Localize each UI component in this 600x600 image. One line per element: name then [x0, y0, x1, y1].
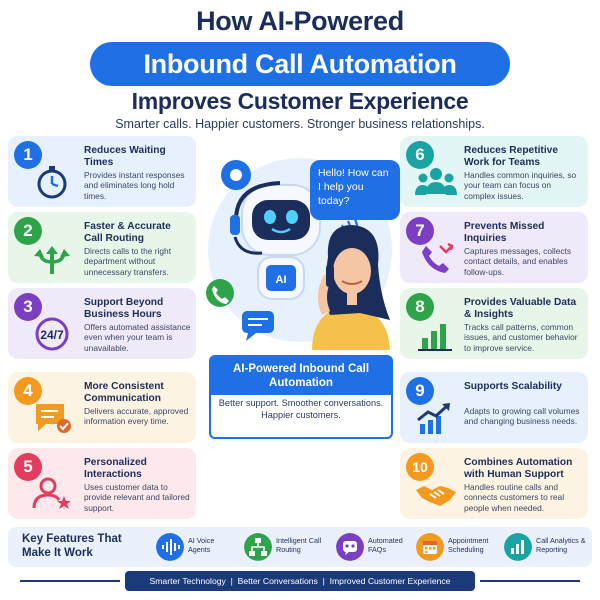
title-line-3: Improves Customer Experience: [131, 88, 469, 114]
benefit-desc: Offers automated assistance even when yo…: [84, 322, 191, 353]
benefit-number: 3: [14, 293, 42, 321]
chat-check-icon: [36, 404, 71, 433]
center-desc: Better support. Smoother conversations. …: [218, 398, 384, 420]
benefit-number: 6: [406, 141, 434, 169]
benefit-desc: Handles common inquiries, so your team c…: [464, 170, 577, 201]
features-title: Key Features That Make It Work: [22, 533, 122, 559]
svg-text:24/7: 24/7: [40, 328, 64, 342]
benefit-title: Reduces Repetitive Work for Teams: [464, 145, 558, 168]
benefit-title: Personalized Interactions: [84, 457, 147, 480]
growth-chart-icon: [417, 403, 450, 434]
benefit-card-7: 7 Prevents Missed Inquiries Captures mes…: [400, 212, 588, 283]
benefit-number: 10: [406, 453, 434, 481]
benefit-card-9: 9 Supports Scalability Adapts to growing…: [400, 372, 588, 443]
title-pill: Inbound Call Automation: [90, 42, 510, 86]
benefit-title: Faster & Accurate Call Routing: [84, 221, 171, 244]
benefit-card-10: 10 Combines Automation with Human Suppor…: [400, 448, 588, 519]
benefit-number: 5: [14, 453, 42, 481]
subtitle: Smarter calls. Happier customers. Strong…: [115, 117, 485, 131]
routing-arrows-icon: [34, 246, 70, 274]
analytics-icon: [504, 533, 532, 561]
benefit-number: 7: [406, 217, 434, 245]
calendar-icon: [416, 533, 444, 561]
benefit-number: 4: [14, 377, 42, 405]
robot-badge: AI: [276, 274, 287, 286]
benefit-desc: Handles routine calls and connects custo…: [464, 482, 565, 513]
benefit-title: Supports Scalability: [464, 381, 562, 392]
feature-label: AI Voice Agents: [188, 536, 215, 554]
benefit-title: Reduces Waiting Times: [84, 145, 166, 168]
benefit-number: 1: [14, 141, 42, 169]
voice-wave-icon: [156, 533, 184, 561]
benefit-desc: Tracks call patterns, common issues, and…: [464, 322, 578, 353]
feature-label: Automated FAQs: [368, 536, 403, 554]
stopwatch-icon: [37, 166, 67, 199]
routing-tree-icon: [244, 533, 272, 561]
gear-icon: [221, 160, 251, 190]
benefit-title: Prevents Missed Inquiries: [464, 221, 545, 244]
key-features-strip: Key Features That Make It Work AI Voice …: [8, 527, 592, 567]
benefit-title: Provides Valuable Data & Insights: [464, 297, 577, 320]
feature-label: Call Analytics & Reporting: [536, 536, 586, 554]
benefit-title: Combines Automation with Human Support: [464, 457, 573, 480]
chat-bubble-icon: [242, 311, 274, 341]
robot-icon: AI: [230, 181, 321, 300]
feature-label: Appointment Scheduling: [448, 536, 489, 554]
team-icon: [415, 168, 457, 195]
title-line-1: How AI-Powered: [196, 6, 404, 36]
benefit-desc: Delivers accurate, approved information …: [84, 406, 189, 427]
footer-banner: Smarter Technology | Better Conversation…: [125, 571, 475, 591]
customer-woman-illustration: [312, 225, 390, 350]
benefit-card-5: 5 Personalized Interactions Uses custome…: [8, 448, 196, 519]
benefit-title: More Consistent Communication: [84, 381, 164, 404]
center-title: AI-Powered Inbound Call Automation: [211, 357, 391, 395]
benefit-number: 9: [406, 377, 434, 405]
benefit-card-1: 1 Reduces Waiting Times Provides instant…: [8, 136, 196, 207]
benefit-card-8: 8 Provides Valuable Data & Insights Trac…: [400, 288, 588, 359]
user-star-icon: [32, 477, 71, 509]
feature-label: Intelligent Call Routing: [276, 536, 322, 554]
bar-chart-icon: [418, 324, 452, 351]
benefit-title: Support Beyond Business Hours: [84, 297, 164, 320]
benefit-desc: Provides instant responses and eliminate…: [84, 170, 185, 201]
benefit-desc: Uses customer data to provide relevant a…: [84, 482, 190, 513]
footer-line-left: [20, 580, 120, 582]
benefit-card-2: 2 Faster & Accurate Call Routing Directs…: [8, 212, 196, 283]
benefit-desc: Adapts to growing call volumes and chang…: [464, 406, 580, 427]
benefit-number: 2: [14, 217, 42, 245]
benefit-card-3: 3 24/7 Support Beyond Business Hours Off…: [8, 288, 196, 359]
phone-icon: [206, 279, 234, 307]
feature-item: Automated FAQs: [336, 532, 416, 562]
phone-missed-icon: [422, 242, 454, 273]
chat-speech-bubble: Hello! How can I help you today?: [310, 160, 400, 220]
benefit-desc: Directs calls to the right department wi…: [84, 246, 172, 277]
footer-line-right: [480, 580, 580, 582]
benefit-card-6: 6 Reduces Repetitive Work for Teams Hand…: [400, 136, 588, 207]
chat-bot-icon: [336, 533, 364, 561]
handshake-icon: [416, 486, 456, 506]
center-summary-card: AI-Powered Inbound Call Automation Bette…: [209, 355, 393, 439]
benefit-desc: Captures messages, collects contact deta…: [464, 246, 572, 277]
benefit-number: 8: [406, 293, 434, 321]
benefit-card-4: 4 More Consistent Communication Delivers…: [8, 372, 196, 443]
clock-24-7-icon: 24/7: [35, 317, 69, 351]
feature-item: AI Voice Agents: [156, 532, 242, 562]
feature-item: Intelligent Call Routing: [244, 532, 330, 562]
feature-item: Call Analytics & Reporting: [504, 532, 592, 562]
feature-item: Appointment Scheduling: [416, 532, 504, 562]
